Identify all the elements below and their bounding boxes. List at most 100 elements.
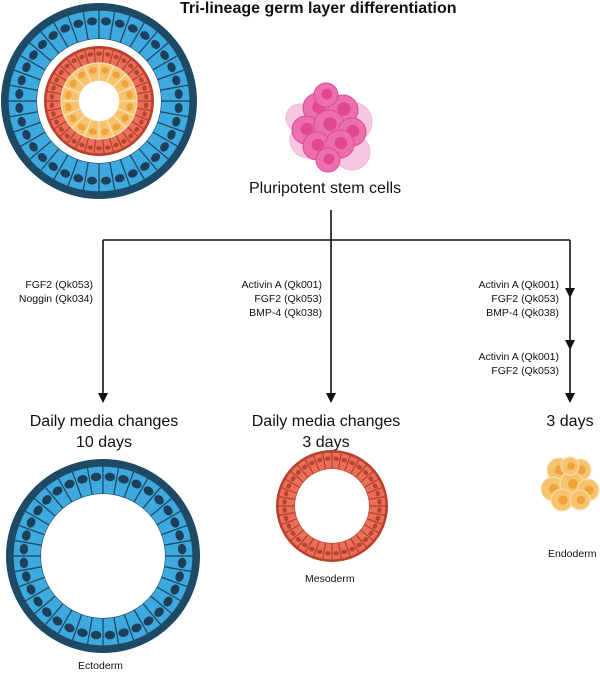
lumen (41, 494, 165, 618)
cell-nucleus (60, 24, 71, 33)
cell-nucleus (113, 142, 119, 148)
factor-label: Activin A (Qk001) (478, 351, 559, 363)
cell-nucleus (295, 537, 301, 543)
cell-nucleus (114, 174, 125, 183)
cell-nucleus (112, 71, 121, 79)
factor-label: FGF2 (Qk053) (25, 279, 93, 291)
cell-nucleus (126, 90, 133, 99)
cell-nucleus (121, 79, 129, 88)
schedule-line: Daily media changes (29, 413, 179, 430)
cell-nucleus (42, 607, 52, 617)
cell-nucleus (170, 584, 180, 595)
cell-nucleus (174, 102, 183, 113)
mesoderm-organoid-icon (276, 450, 388, 562)
cell-nucleus (177, 557, 187, 569)
schedule-line: 10 days (75, 434, 133, 451)
cell-nucleus (26, 517, 36, 528)
cell-nucleus (302, 542, 308, 548)
cell-nucleus (576, 495, 586, 505)
cell-nucleus (121, 114, 129, 123)
cell-nucleus (118, 475, 129, 484)
flow-lines (98, 210, 575, 403)
cell-nucleus (167, 129, 176, 140)
cell-nucleus (368, 530, 374, 536)
cell-nucleus (151, 153, 161, 163)
cell-nucleus (177, 543, 187, 555)
factor-label: FGF2 (Qk053) (491, 293, 559, 305)
cell-nucleus (321, 88, 333, 100)
cell-nucleus (104, 472, 116, 482)
cell-nucleus (104, 145, 111, 150)
lumen (295, 469, 369, 543)
cell-nucleus (172, 116, 181, 127)
cell-nucleus (154, 495, 164, 505)
cell-nucleus (17, 75, 26, 86)
cell-nucleus (64, 133, 70, 139)
ectoderm-factors: FGF2 (Qk053) Noggin (Qk034) (19, 278, 93, 306)
cell-nucleus (104, 52, 111, 57)
cell-nucleus (22, 530, 31, 541)
cell-nucleus (60, 169, 71, 178)
cell-nucleus (140, 162, 150, 171)
cell-nucleus (154, 607, 164, 617)
cell-nucleus (349, 460, 355, 466)
cell-nucleus (96, 51, 102, 56)
cell-nucleus (17, 116, 26, 127)
cell-nucleus (143, 93, 149, 100)
factor-label: Activin A (Qk001) (478, 279, 559, 291)
cell-nucleus (160, 50, 169, 60)
cell-nucleus (52, 486, 63, 496)
cell-nucleus (163, 596, 173, 607)
cell-nucleus (121, 58, 127, 64)
cell-nucleus (69, 114, 77, 123)
cell-nucleus (334, 136, 348, 150)
endoderm-factors-stage1: Activin A (Qk001) FGF2 (Qk053) BMP-4 (Qk… (478, 278, 559, 320)
cell-nucleus (48, 31, 58, 40)
lumen (79, 81, 119, 121)
cell-nucleus (100, 17, 111, 26)
cell-nucleus (286, 483, 292, 489)
cell-nucleus (325, 456, 331, 461)
cell-nucleus (73, 19, 84, 28)
cell-nucleus (567, 462, 575, 470)
cell-nucleus (49, 93, 55, 100)
cell-nucleus (143, 102, 149, 109)
cell-nucleus (372, 523, 378, 529)
cell-nucleus (48, 162, 58, 171)
cell-nucleus (143, 486, 154, 496)
mesoderm-schedule: Daily media changes 3 days (236, 411, 416, 453)
cell-nucleus (22, 62, 31, 73)
cell-nucleus (372, 483, 378, 489)
cell-nucleus (77, 475, 88, 484)
cell-nucleus (19, 543, 29, 555)
mesoderm-factors: Activin A (Qk001) FGF2 (Qk053) BMP-4 (Qk… (241, 278, 322, 320)
cell-nucleus (22, 571, 31, 582)
cell-nucleus (142, 111, 147, 117)
cell-nucleus (126, 103, 133, 112)
cell-nucleus (142, 85, 147, 91)
cell-nucleus (33, 596, 43, 607)
cell-nucleus (69, 79, 77, 88)
cell-nucleus (54, 119, 59, 125)
cell-nucleus (51, 85, 56, 91)
endoderm-cell-cluster-icon (540, 456, 600, 512)
cell-nucleus (54, 77, 59, 83)
cell-nucleus (15, 89, 24, 100)
cell-nucleus (131, 479, 142, 489)
cell-nucleus (302, 464, 308, 470)
cell-nucleus (377, 499, 382, 505)
cell-nucleus (286, 523, 292, 529)
cell-nucleus (79, 54, 85, 60)
factor-label: FGF2 (Qk053) (491, 365, 559, 377)
factor-label: Noggin (Qk034) (18, 293, 93, 305)
cell-nucleus (19, 557, 29, 569)
cell-nucleus (88, 128, 97, 135)
cell-nucleus (356, 542, 362, 548)
cell-nucleus (333, 456, 339, 461)
endoderm-label: Endoderm (548, 548, 597, 560)
cell-nucleus (290, 476, 296, 482)
cell-nucleus (87, 176, 98, 185)
cell-nucleus (282, 507, 287, 513)
cell-nucleus (65, 90, 72, 99)
